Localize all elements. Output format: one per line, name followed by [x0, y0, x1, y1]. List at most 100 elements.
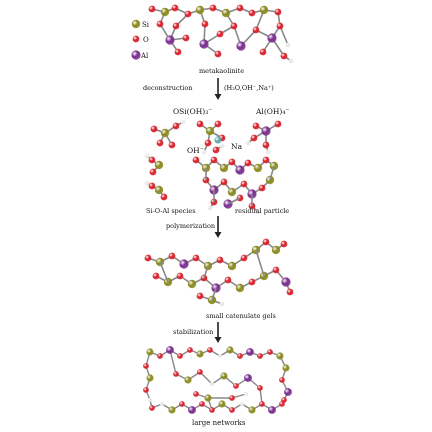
oh-label: OH⁻ — [187, 146, 204, 155]
residual-bond — [269, 165, 275, 181]
na-label: Na — [231, 142, 243, 151]
si-atom — [253, 163, 263, 173]
na-ion — [214, 136, 222, 144]
o-atom — [250, 134, 258, 142]
o-atom — [224, 276, 232, 284]
o-atom — [220, 178, 228, 186]
h-atom — [144, 153, 150, 159]
h-atom — [217, 353, 223, 359]
o-atom — [209, 4, 217, 12]
o-atom — [192, 254, 200, 262]
o-atom — [173, 371, 179, 377]
o-atom — [168, 252, 176, 260]
al-atom — [166, 346, 174, 354]
o-atom — [228, 158, 236, 166]
gel-bond — [211, 287, 217, 301]
al-atom — [284, 388, 292, 396]
o-atom — [248, 9, 256, 17]
si-atom — [146, 348, 154, 356]
h-atom — [209, 381, 215, 387]
o-atom — [193, 391, 199, 397]
network-bond — [169, 349, 177, 375]
h-atom — [288, 58, 294, 64]
o-atom — [214, 120, 222, 128]
o-atom — [174, 48, 182, 56]
o-atom — [204, 139, 212, 147]
deconstruction-label: deconstruction — [143, 84, 193, 92]
al-atom — [179, 259, 189, 269]
al-atom — [236, 41, 246, 51]
si-atom — [196, 350, 204, 358]
al-oh-label: Al(OH)₄⁻ — [256, 107, 290, 116]
h-atom — [147, 397, 153, 403]
si-atom — [204, 394, 212, 402]
si-atom — [184, 376, 192, 384]
h-atom — [219, 143, 225, 149]
al-atom — [199, 39, 209, 49]
al-atom — [235, 165, 245, 175]
si-atom — [221, 8, 231, 18]
o-atom — [272, 266, 280, 274]
sio-al-species-label: Si-O-Al species — [146, 207, 196, 215]
o-atom — [179, 401, 185, 407]
o-atom — [143, 363, 149, 369]
o-atom — [236, 4, 244, 12]
o-atom — [262, 141, 270, 149]
polymerization-arrow-head — [214, 232, 222, 238]
si-atom — [227, 261, 237, 271]
si-atom — [220, 372, 228, 380]
o-atom — [276, 22, 284, 30]
si-atom — [195, 5, 205, 15]
stabilization-arrow-head — [214, 337, 222, 343]
si-atom — [235, 283, 245, 293]
o-atom — [252, 26, 260, 34]
o-atom — [259, 48, 267, 56]
o-atom — [182, 34, 190, 42]
o-atom — [281, 397, 287, 403]
o-atom — [201, 20, 209, 28]
o-atom — [149, 168, 157, 176]
al-atom — [261, 126, 271, 136]
legend-si: Si — [142, 21, 150, 29]
o-atom — [187, 347, 193, 353]
si-atom — [271, 245, 281, 255]
h-atom — [207, 205, 213, 211]
si-atom — [226, 346, 234, 354]
o-atom — [230, 22, 238, 30]
o-atom — [199, 401, 205, 407]
si-atom — [160, 128, 170, 138]
o-atom — [257, 385, 263, 391]
osi-oh-label: OSi(OH)₃⁻ — [173, 107, 213, 116]
o-atom — [258, 184, 266, 192]
si-atom — [227, 187, 237, 197]
o-atom — [148, 182, 156, 190]
o-atom — [267, 349, 273, 355]
o-atom — [150, 125, 158, 133]
si-atom — [160, 7, 170, 17]
legend-al: Al — [141, 52, 149, 60]
si-atom — [248, 406, 256, 414]
o-atom — [148, 156, 156, 164]
o-atom — [209, 407, 215, 413]
o-atom — [259, 401, 265, 407]
legend-al-swatch — [131, 50, 141, 60]
gel-bond — [159, 261, 169, 283]
deconstruction-agent-label: (H₂O,OH⁻,Na⁺) — [224, 84, 274, 92]
o-atom — [144, 254, 152, 262]
si-atom — [168, 406, 176, 414]
o-atom — [237, 353, 243, 359]
h-atom — [265, 149, 271, 155]
o-atom — [252, 122, 260, 130]
o-atom — [274, 8, 282, 16]
o-atom — [262, 156, 270, 164]
o-atom — [156, 20, 164, 28]
o-atom — [262, 238, 270, 246]
small-gels-label: small catenulate gels — [206, 312, 276, 320]
stabilization-label: stabilization — [173, 328, 214, 336]
o-atom — [176, 272, 184, 280]
o-atom — [210, 156, 218, 164]
o-atom — [207, 347, 213, 353]
o-atom — [196, 120, 204, 128]
o-atom — [229, 395, 235, 401]
o-atom — [274, 120, 282, 128]
